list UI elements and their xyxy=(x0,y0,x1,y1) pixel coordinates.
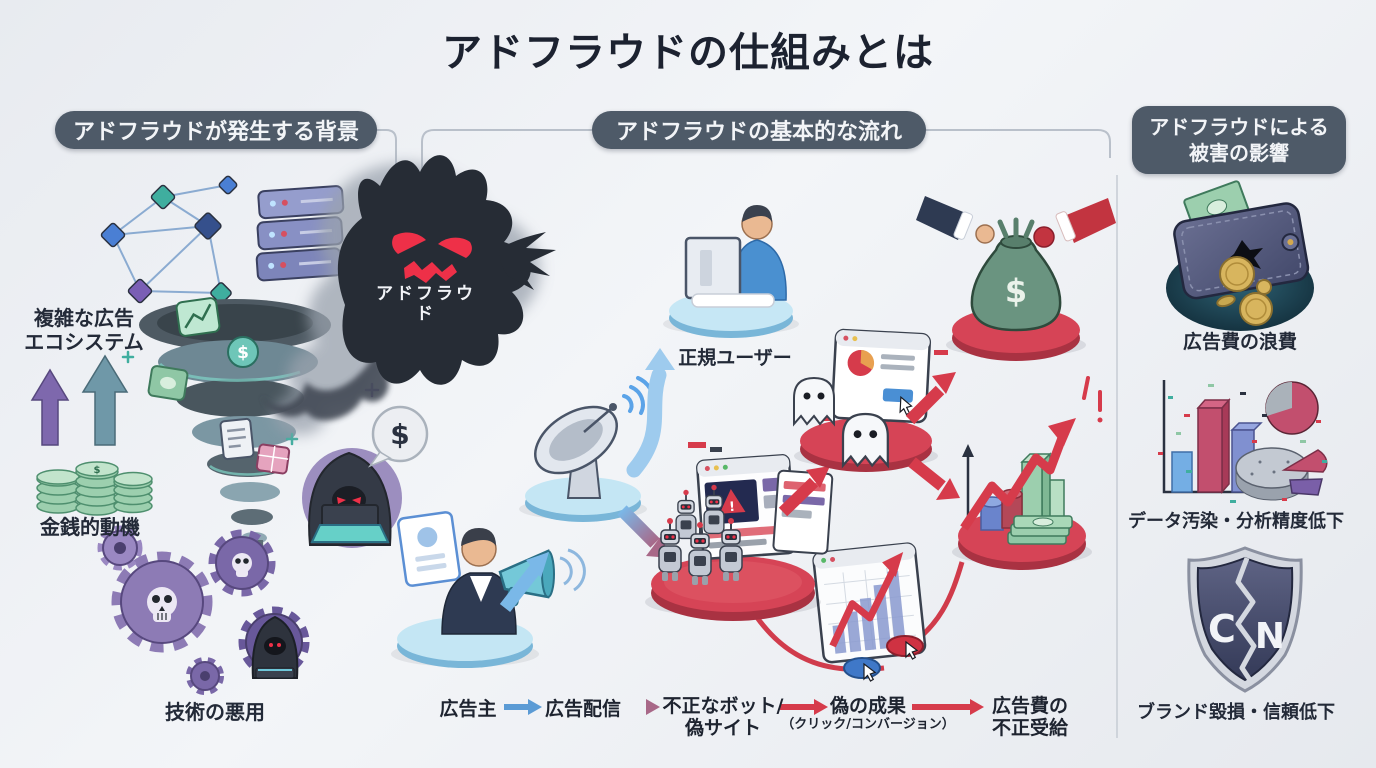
label-ecosystem: 複雑な広告 エコシステム xyxy=(0,306,168,354)
label-data-pollution: データ汚染・分析精度低下 xyxy=(1128,511,1344,532)
bot-farm-icon: ! xyxy=(645,442,834,621)
flow-arrows xyxy=(504,699,984,715)
flow-step-fake-results-line1: 偽の成果 xyxy=(829,695,906,717)
section-header-background: アドフラウドが発生する背景 xyxy=(55,111,377,149)
fraud-profit-chart-icon xyxy=(952,418,1092,570)
flow-step-payout-line1: 広告費の xyxy=(991,695,1068,717)
robot-icon xyxy=(688,522,712,585)
section-header-flow: アドフラウドの基本的な流れ xyxy=(592,111,926,149)
hacker-icon xyxy=(302,448,402,548)
ghost-icon xyxy=(841,412,889,469)
cursor-icon xyxy=(905,640,919,660)
flow-step-bots-line1: 不正なボット/ xyxy=(662,695,784,717)
hooded-figure-small-icon xyxy=(251,615,299,679)
advertiser-icon xyxy=(391,511,586,668)
page-title: アドフラウドの仕組みとは xyxy=(442,30,934,76)
bag-dollar-glyph: $ xyxy=(1005,272,1027,310)
ghost-icon xyxy=(793,376,835,427)
flow-step-advertiser-line1: 広告主 xyxy=(439,698,497,720)
label-smoke-adfraud: アドフラウド xyxy=(376,284,476,325)
money-motive-icon: $ xyxy=(30,354,153,516)
ghost-traffic-icon xyxy=(793,328,948,472)
flow-step-bots: 不正なボット/ 偽サイト xyxy=(658,695,788,740)
shield-letter-n: N xyxy=(1255,616,1285,657)
flow-step-fake-results-line2: （クリック/コンバージョン） xyxy=(781,717,955,733)
section-header-impact-line2: 被害の影響 xyxy=(1189,141,1289,165)
label-ecosystem-line1: 複雑な広告 xyxy=(34,306,134,330)
server-stack-icon xyxy=(255,185,345,282)
section-header-impact: アドフラウドによる 被害の影響 xyxy=(1132,106,1346,174)
cursor-icon xyxy=(863,662,877,682)
flow-step-bots-line2: 偽サイト xyxy=(684,717,761,740)
robot-icon xyxy=(658,518,682,581)
shield-letter-c: C xyxy=(1208,607,1236,651)
bubble-dollar-glyph: $ xyxy=(390,418,409,451)
legit-user-icon xyxy=(663,205,799,338)
label-ecosystem-line2: エコシステム xyxy=(24,330,144,354)
section-brackets xyxy=(377,129,1118,738)
flow-step-advertiser: 広告主 xyxy=(428,698,508,720)
dollar-bubble-icon: $ xyxy=(367,405,429,468)
arrow-advertiser-to-delivery xyxy=(499,552,549,612)
glitch-noise xyxy=(1158,384,1327,503)
arrow-bots-to-ghosts xyxy=(778,466,830,517)
robot-icon xyxy=(703,484,725,535)
data-pollution-chart-icon xyxy=(1158,380,1328,503)
coin-dollar-glyph: $ xyxy=(94,465,101,476)
label-money-motive: 金銭的動機 xyxy=(40,515,140,539)
flow-step-fake-results: 偽の成果 （クリック/コンバージョン） xyxy=(772,695,964,733)
label-brand-damage: ブランド毀損・信頼低下 xyxy=(1137,702,1335,723)
robot-icon xyxy=(675,489,697,540)
ad-delivery-dish-icon xyxy=(519,376,657,522)
broken-shield-icon: C N xyxy=(1187,546,1303,693)
money-bag-handover-icon: $ xyxy=(916,196,1116,423)
flow-step-payout: 広告費の 不正受給 xyxy=(982,695,1078,740)
flow-step-delivery: 広告配信 xyxy=(533,698,633,720)
arrow-ghosts-to-charts xyxy=(908,457,960,500)
network-graph-icon xyxy=(100,175,238,304)
label-tech-abuse: 技術の悪用 xyxy=(165,700,265,724)
fake-analytics-screen-icon xyxy=(812,542,927,682)
section-header-impact-line1: アドフラウドによる xyxy=(1149,115,1329,139)
robot-icon xyxy=(719,518,743,581)
dollar-coin-glyph: $ xyxy=(237,343,249,363)
label-legit-user: 正規ユーザー xyxy=(678,347,792,369)
arrow-delivery-to-user xyxy=(626,348,675,478)
warning-glyph: ! xyxy=(729,500,736,515)
smoke-monster-icon xyxy=(262,155,556,435)
flow-step-delivery-line1: 広告配信 xyxy=(544,698,621,720)
arrow-ghosts-to-money xyxy=(905,372,956,425)
tornado-icon: $ xyxy=(121,297,380,576)
flow-step-payout-line2: 不正受給 xyxy=(991,717,1068,740)
label-wasted-budget: 広告費の浪費 xyxy=(1182,331,1297,353)
wasted-budget-wallet-icon xyxy=(1166,180,1314,331)
